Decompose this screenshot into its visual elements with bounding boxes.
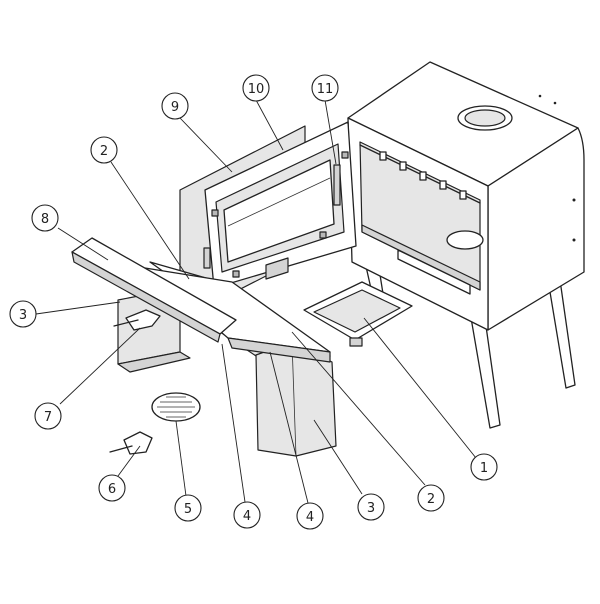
callout-6: 6 bbox=[98, 474, 126, 502]
door-handle bbox=[333, 164, 341, 206]
top-baffle-brick-edge bbox=[227, 337, 331, 363]
stove-body bbox=[347, 61, 585, 429]
callout-7-label: 7 bbox=[44, 410, 52, 425]
callout-1-label: 1 bbox=[480, 461, 488, 476]
callout-3-right: 3 bbox=[357, 493, 385, 521]
callout-9-label: 9 bbox=[171, 100, 179, 115]
callout-9: 9 bbox=[161, 92, 189, 120]
firebox-floor bbox=[361, 224, 481, 291]
callout-4-left-label: 4 bbox=[243, 509, 251, 524]
firebox-air-inlet bbox=[446, 230, 484, 250]
stove-right-leg bbox=[547, 279, 576, 389]
callout-3-left-label: 3 bbox=[19, 308, 27, 323]
callout-7: 7 bbox=[34, 402, 62, 430]
callout-2-top-label: 2 bbox=[100, 144, 108, 159]
callout-11-label: 11 bbox=[317, 82, 334, 97]
callout-3-right-label: 3 bbox=[367, 501, 375, 516]
callout-3-left: 3 bbox=[9, 300, 37, 328]
callout-4-right-label: 4 bbox=[306, 510, 314, 525]
round-grate bbox=[151, 392, 201, 422]
callout-8: 8 bbox=[31, 204, 59, 232]
left-side-brick-base bbox=[117, 351, 191, 373]
ash-pan-handle bbox=[349, 337, 363, 347]
stove-right-side bbox=[487, 127, 585, 331]
ash-slot bbox=[397, 249, 471, 295]
door-hinge bbox=[203, 247, 211, 269]
callout-2-bottom: 2 bbox=[417, 484, 445, 512]
callout-11: 11 bbox=[311, 74, 339, 102]
callout-5: 5 bbox=[174, 494, 202, 522]
door-plaque bbox=[265, 257, 289, 280]
air-control-lever bbox=[113, 309, 161, 331]
ash-pan-inside bbox=[313, 289, 401, 333]
callout-10-label: 10 bbox=[248, 82, 265, 97]
door-clips bbox=[211, 151, 349, 278]
small-fitting-body bbox=[123, 431, 153, 455]
callout-4-left: 4 bbox=[233, 501, 261, 529]
baffle-plate bbox=[71, 237, 237, 343]
stove-front-left-leg bbox=[469, 311, 501, 429]
callout-6-label: 6 bbox=[108, 482, 116, 497]
flue-collar-inner bbox=[464, 109, 506, 127]
callout-4-right: 4 bbox=[296, 502, 324, 530]
air-control-lever-body bbox=[125, 309, 161, 331]
brick-set bbox=[117, 261, 337, 457]
baffle-clips bbox=[379, 151, 467, 200]
ash-pan bbox=[303, 281, 413, 347]
callout-2-top: 2 bbox=[90, 136, 118, 164]
callout-8-label: 8 bbox=[41, 212, 49, 227]
callout-10: 10 bbox=[242, 74, 270, 102]
callout-5-label: 5 bbox=[184, 502, 192, 517]
leader-lines bbox=[35, 99, 477, 504]
side-rivets bbox=[538, 94, 576, 242]
small-fitting bbox=[109, 431, 153, 455]
door-glass bbox=[223, 159, 335, 263]
baffle-front-edge bbox=[71, 251, 221, 343]
callout-2-bottom-label: 2 bbox=[427, 492, 435, 507]
stove-door bbox=[203, 121, 357, 289]
callout-1: 1 bbox=[470, 453, 498, 481]
